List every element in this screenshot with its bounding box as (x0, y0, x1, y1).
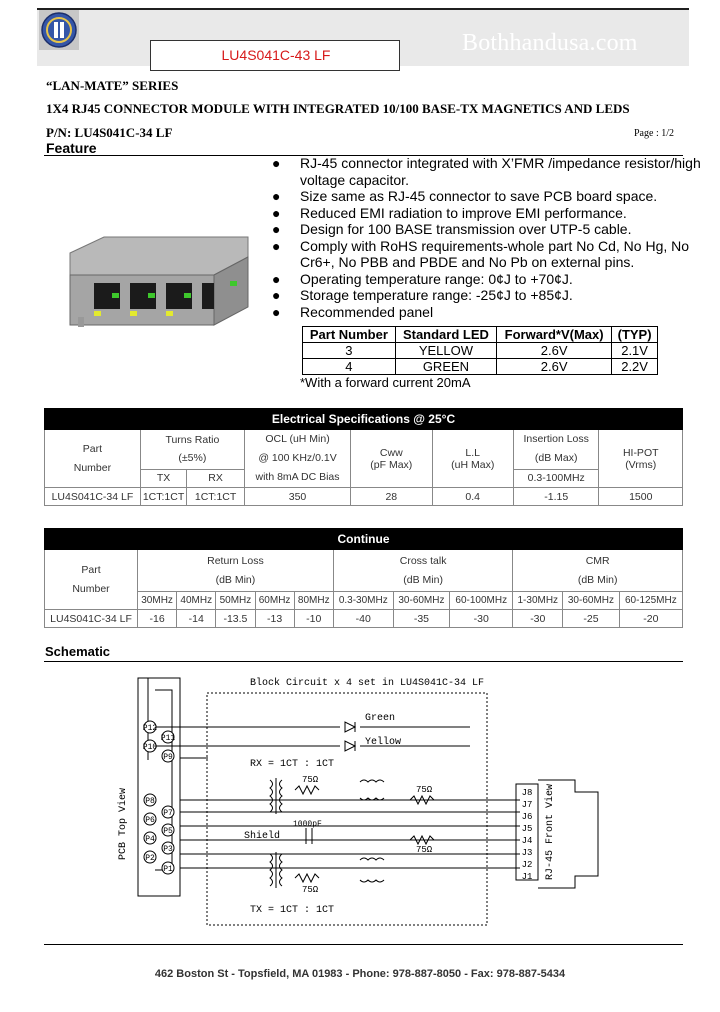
table-row: LU4S041C-34 LF 1CT:1CT 1CT:1CT 350 28 0.… (44, 487, 683, 506)
pin-marker: P11 (161, 730, 176, 744)
pin-marker: P7 (161, 805, 175, 819)
header-top-rule (37, 8, 689, 10)
svg-text:P8: P8 (145, 797, 155, 806)
capacitor-label: 1000pF (293, 820, 322, 829)
feature-heading: Feature (46, 140, 97, 156)
table-row: 4 GREEN 2.6V 2.2V (302, 358, 658, 375)
feature-item: ●Design for 100 BASE transmission over U… (272, 221, 632, 237)
footer-rule (44, 944, 683, 945)
svg-text:P1: P1 (163, 865, 173, 874)
svg-text:P6: P6 (145, 816, 155, 825)
website-label: Bothhandusa.com (462, 30, 638, 56)
pin-marker: P1 (161, 861, 175, 875)
svg-text:P10: P10 (143, 743, 158, 752)
led-note: *With a forward current 20mA (300, 375, 471, 390)
schematic-rule (44, 661, 683, 662)
resistor-label: 75Ω (416, 845, 433, 855)
table-row: LU4S041C-34 LF -16 -14 -13.5 -13 -10 -40… (44, 609, 684, 628)
part-number-box: LU4S041C-43 LF (150, 40, 400, 71)
led-header: Standard LED (394, 326, 498, 343)
feature-item: ●RJ-45 connector integrated with X’FMR /… (272, 155, 701, 188)
pin-marker: P5 (161, 823, 175, 837)
svg-text:P3: P3 (163, 845, 173, 854)
pin-marker: P3 (161, 841, 175, 855)
feature-item: ●Reduced EMI radiation to improve EMI pe… (272, 204, 627, 221)
svg-text:P4: P4 (145, 835, 155, 844)
jack-label: J6 (522, 812, 533, 822)
svg-text:P2: P2 (145, 854, 155, 863)
pin-marker: P10 (143, 739, 158, 753)
resistor-label: 75Ω (302, 885, 319, 895)
yellow-led-label: Yellow (365, 736, 401, 748)
footer-address: 462 Boston St - Topsfield, MA 01983 - Ph… (154, 968, 566, 980)
feature-item: ●Recommended panel (272, 303, 434, 320)
jack-label: J3 (522, 848, 533, 858)
block-circuit-title: Block Circuit x 4 set in LU4S041C-34 LF (250, 677, 484, 689)
svg-text:P7: P7 (163, 809, 173, 818)
company-logo (39, 10, 79, 50)
jack-label: J1 (522, 872, 533, 882)
pin-marker: P9 (161, 749, 175, 763)
led-header: Part Number (302, 326, 396, 343)
feature-item: ●Size same as RJ-45 connector to save PC… (272, 188, 658, 204)
led-header: (TYP) (611, 326, 658, 343)
resistor-label: 75Ω (416, 785, 433, 795)
electrical-spec-table: Electrical Specifications @ 25°C Part Nu… (44, 408, 683, 506)
svg-text:P11: P11 (161, 734, 176, 743)
feature-rule (44, 155, 683, 156)
pin-marker: P2 (143, 850, 157, 864)
jack-label: J2 (522, 860, 533, 870)
svg-text:P9: P9 (163, 753, 173, 762)
feature-item: ●Storage temperature range: -25¢J to +85… (272, 287, 573, 303)
jack-label: J5 (522, 824, 533, 834)
rx-ratio-label: RX = 1CT : 1CT (250, 759, 334, 770)
pin-marker: P12 (143, 720, 158, 734)
resistor-label: 75Ω (302, 775, 319, 785)
shield-label: Shield (244, 830, 280, 842)
product-description: 1X4 RJ45 CONNECTOR MODULE WITH INTEGRATE… (46, 101, 630, 116)
product-photo (64, 235, 254, 330)
pin-marker: P6 (143, 812, 157, 826)
continue-spec-table: Continue Part Number Return Loss (dB Min… (44, 528, 684, 628)
svg-text:P12: P12 (143, 724, 158, 733)
pn-line: P/N: LU4S041C-34 LF (46, 125, 173, 140)
green-led-label: Green (365, 713, 395, 724)
pin-marker: P4 (143, 831, 157, 845)
pcb-view-label: PCB Top View (117, 788, 129, 860)
feature-item: ●Comply with RoHS requirements-whole par… (272, 237, 690, 271)
feature-list: ●RJ-45 connector integrated with X’FMR /… (272, 155, 702, 320)
page-indicator: Page : 1/2 (634, 128, 674, 139)
svg-text:P5: P5 (163, 827, 173, 836)
schematic-heading: Schematic (45, 644, 111, 659)
rj45-view-label: RJ-45 Front View (544, 784, 556, 880)
jack-label: J4 (522, 836, 533, 846)
pin-marker: P8 (143, 793, 157, 807)
feature-item: ●Operating temperature range: 0¢J to +70… (272, 270, 573, 287)
led-table: Part Number Standard LED Forward*V(Max) … (302, 326, 658, 375)
electrical-title: Electrical Specifications @ 25°C (44, 408, 683, 430)
schematic-diagram: P12 P11 P10 P9 P8 P7 P6 P5 P4 P3 P2 P1 J… (100, 668, 660, 938)
header-part-number: LU4S041C-43 LF (221, 47, 331, 63)
jack-label: J8 (522, 788, 533, 798)
led-header: Forward*V(Max) (496, 326, 613, 343)
jack-label: J7 (522, 800, 533, 810)
table-row: 3 YELLOW 2.6V 2.1V (302, 342, 658, 359)
series-title: “LAN-MATE” SERIES (46, 78, 179, 93)
tx-ratio-label: TX = 1CT : 1CT (250, 905, 334, 916)
continue-title: Continue (44, 528, 683, 550)
